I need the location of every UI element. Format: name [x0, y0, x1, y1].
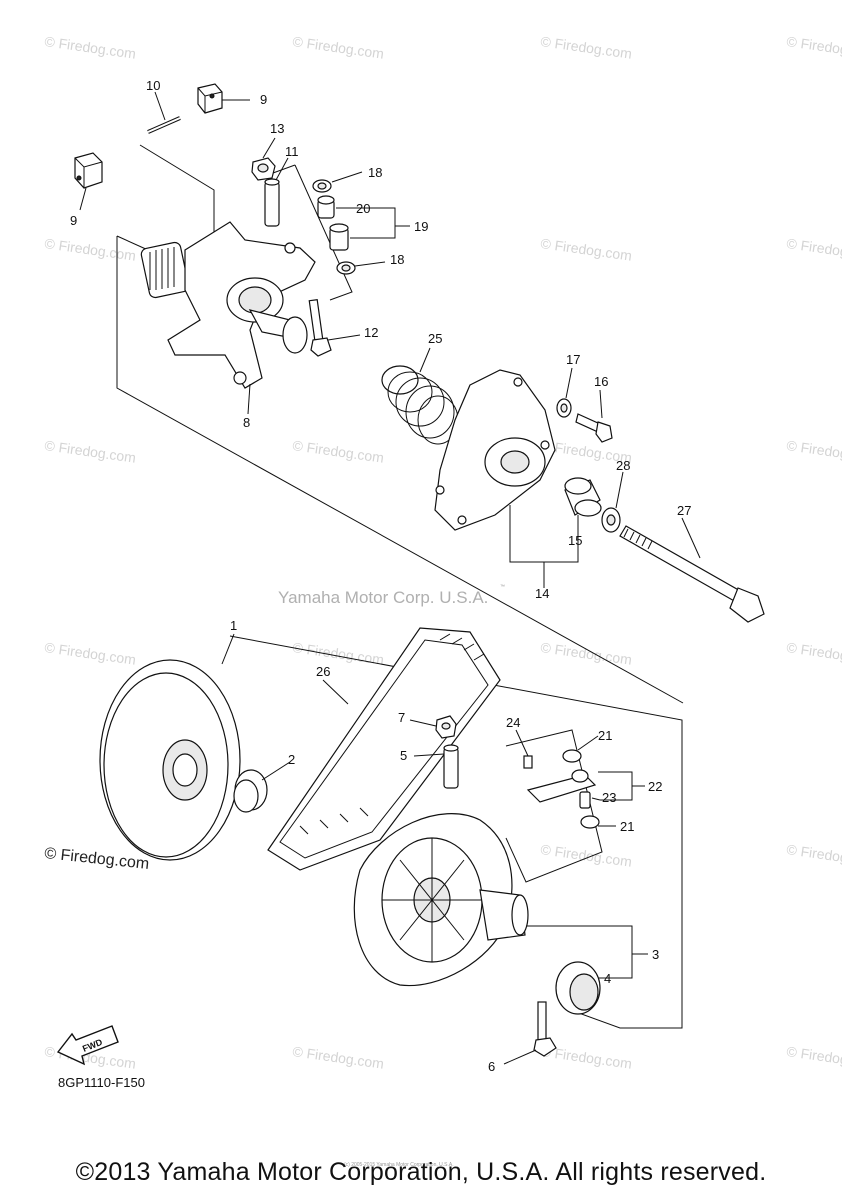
part-27-long-bolt	[619, 525, 765, 623]
part-20-bushing-b	[329, 223, 349, 251]
part-18-washer-bottom	[336, 261, 356, 275]
center-watermark: Yamaha Motor Corp. U.S.A.	[278, 588, 488, 607]
firedog-label: © Firedog.com	[44, 845, 150, 873]
callout-21: 21	[598, 728, 612, 743]
leader-lines	[79, 91, 701, 1065]
part-1-sheave	[99, 659, 241, 861]
callout-26: 26	[316, 664, 330, 679]
callout-5: 5	[400, 748, 407, 763]
part-7-nut	[435, 715, 457, 739]
part-25-spring	[381, 365, 459, 445]
callout-20: 20	[356, 201, 370, 216]
callout-24: 24	[506, 715, 520, 730]
callout-18: 18	[390, 252, 404, 267]
watermark: © Firedog.com	[786, 841, 842, 870]
callout-3: 3	[652, 947, 659, 962]
callout-23: 23	[602, 790, 616, 805]
callout-18: 18	[368, 165, 382, 180]
watermark: © Firedog.com	[786, 639, 842, 668]
watermark: © Firedog.com	[292, 437, 385, 466]
watermark: © Firedog.com	[786, 437, 842, 466]
watermark: © Firedog.com	[292, 1043, 385, 1072]
callout-25: 25	[428, 331, 442, 346]
copyright-notice: ©2013 Yamaha Motor Corporation, U.S.A. A…	[75, 1158, 767, 1186]
callout-8: 8	[243, 415, 250, 430]
watermark: © Firedog.com	[786, 1043, 842, 1072]
callout-15: 15	[568, 533, 582, 548]
watermark: © Firedog.com	[540, 639, 633, 668]
callout-19: 19	[414, 219, 428, 234]
part-20-bushing-a	[317, 195, 335, 219]
watermark: © Firedog.com	[540, 33, 633, 62]
callout-16: 16	[594, 374, 608, 389]
fine-print: (c) 2005-2015 Yamaha Motor Corporation, …	[344, 1162, 454, 1168]
part-18-washer-top	[312, 179, 332, 193]
callout-28: 28	[616, 458, 630, 473]
part-4-bushing	[555, 961, 601, 1015]
callout-9: 9	[70, 213, 77, 228]
part-2-bearing	[233, 769, 268, 813]
watermark: © Firedog.com	[44, 639, 137, 668]
callout-22: 22	[648, 779, 662, 794]
part-13-nut	[251, 157, 276, 181]
part-11-collar	[264, 178, 280, 227]
trademark-mark: ™	[500, 584, 505, 590]
watermark: © Firedog.com	[786, 235, 842, 264]
callout-17: 17	[566, 352, 580, 367]
watermark: © Firedog.com	[292, 33, 385, 62]
callout-6: 6	[488, 1059, 495, 1074]
diagram-code: 8GP1110-F150	[58, 1075, 145, 1090]
watermark: © Firedog.com	[44, 33, 137, 62]
part-15-collar	[564, 477, 602, 517]
watermark: © Firedog.com	[292, 639, 385, 668]
part-26-belt	[267, 627, 501, 871]
part-9-lower	[74, 152, 103, 189]
callout-14: 14	[535, 586, 549, 601]
callout-2: 2	[288, 752, 295, 767]
fwd-arrow-icon: FWD	[56, 1025, 119, 1066]
watermark: © Firedog.com	[44, 235, 137, 264]
callout-9: 9	[260, 92, 267, 107]
callout-10: 10	[146, 78, 160, 93]
lower-assembly-outline	[229, 635, 683, 1029]
callout-21: 21	[620, 819, 634, 834]
part-3-sheave	[353, 813, 529, 987]
callout-27: 27	[677, 503, 691, 518]
part-22-arm-group	[505, 729, 603, 883]
part-10-pin	[147, 116, 181, 134]
part-8-spider	[140, 221, 316, 389]
callout-4: 4	[604, 971, 611, 986]
watermark: © Firedog.com	[786, 33, 842, 62]
watermark: © Firedog.com	[540, 235, 633, 264]
callout-12: 12	[364, 325, 378, 340]
callout-13: 13	[270, 121, 284, 136]
callouts: 10 9 9 13 11 18 20 19 18 12 25 8 17 16 2…	[70, 78, 691, 1074]
watermark: © Firedog.com	[540, 841, 633, 870]
part-14-cap	[434, 369, 556, 531]
part-6-bolt	[533, 1001, 557, 1057]
upper-assembly-outline	[116, 144, 684, 704]
watermark: © Firedog.com	[44, 437, 137, 466]
part-12-bolt	[308, 298, 332, 357]
part-28-washer	[601, 507, 621, 533]
callout-1: 1	[230, 618, 237, 633]
callout-7: 7	[398, 710, 405, 725]
part-5-collar	[443, 744, 459, 789]
part-17-washer	[556, 398, 572, 418]
callout-11: 11	[285, 144, 299, 159]
part-16-bolt	[575, 413, 613, 443]
part-9-upper	[197, 83, 223, 114]
